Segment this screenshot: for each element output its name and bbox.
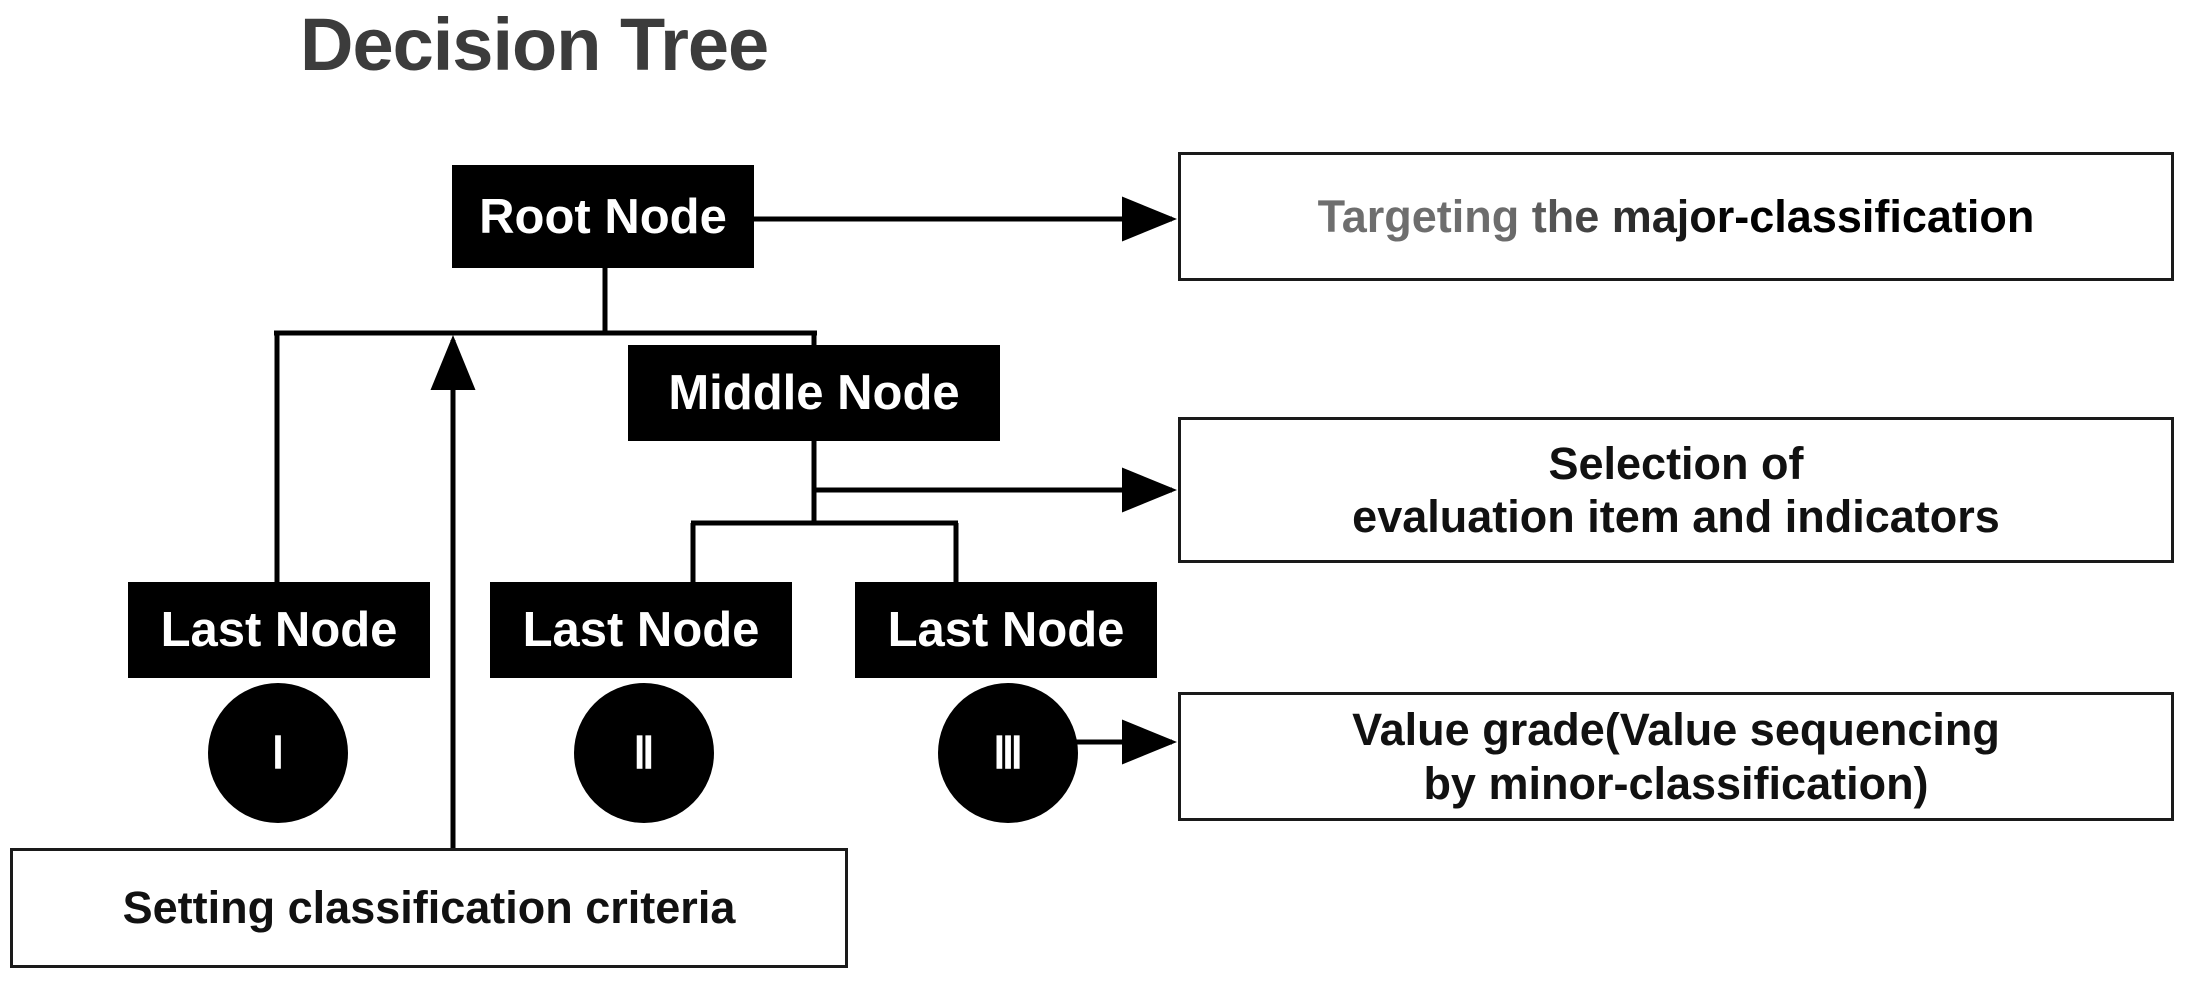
annotation-major-classification[interactable]: Targeting the major-classification	[1178, 152, 2174, 281]
annotation-value-grade-line1: Value grade(Value sequencing	[1352, 704, 2000, 756]
annotation-selection-line2: evaluation item and indicators	[1352, 491, 2000, 542]
node-last-2-label: Last Node	[522, 603, 760, 657]
annotation-value-grade[interactable]: Value grade(Value sequencing by minor-cl…	[1178, 692, 2174, 821]
badge-circle-3-label: Ⅲ	[992, 728, 1024, 778]
node-root-label: Root Node	[479, 189, 727, 244]
node-last-1[interactable]: Last Node	[128, 582, 430, 678]
node-middle-label: Middle Node	[668, 366, 960, 420]
annotation-selection[interactable]: Selection of evaluation item and indicat…	[1178, 417, 2174, 563]
annotation-selection-body: Selection of evaluation item and indicat…	[1352, 437, 2000, 543]
badge-circle-1[interactable]: Ⅰ	[208, 683, 348, 823]
node-middle[interactable]: Middle Node	[628, 345, 1000, 441]
node-last-3-label: Last Node	[887, 603, 1125, 657]
badge-circle-1-label: Ⅰ	[271, 728, 285, 778]
badge-circle-2[interactable]: Ⅱ	[574, 683, 714, 823]
page-title: Decision Tree	[300, 3, 769, 86]
annotation-value-grade-body: Value grade(Value sequencing by minor-cl…	[1352, 703, 2000, 809]
annotation-major-classification-text: Targeting the major-classification	[1317, 190, 2035, 242]
badge-circle-2-label: Ⅱ	[633, 728, 655, 778]
node-last-2[interactable]: Last Node	[490, 582, 792, 678]
badge-circle-3[interactable]: Ⅲ	[938, 683, 1078, 823]
node-last-1-label: Last Node	[160, 603, 398, 657]
node-last-3[interactable]: Last Node	[855, 582, 1157, 678]
annotation-value-grade-line2: by minor-classification)	[1423, 757, 1929, 809]
annotation-selection-line1: Selection of	[1548, 437, 1804, 489]
annotation-setting-criteria-text: Setting classification criteria	[122, 882, 736, 933]
node-root[interactable]: Root Node	[452, 165, 754, 268]
annotation-setting-criteria[interactable]: Setting classification criteria	[10, 848, 848, 968]
